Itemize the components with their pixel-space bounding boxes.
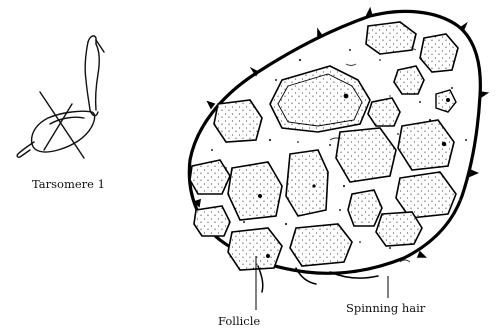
follicle-bottom-2 [290,224,352,266]
leg-tip [88,36,96,44]
section-line-b [44,104,72,150]
follicle-label: Follicle [218,314,260,328]
tarsomere-sketch [17,36,104,158]
follicle-bottom-1 [228,228,282,270]
follicle-bottom-3 [376,212,422,246]
tarsus-distal-tip [17,142,34,157]
follicle-mid-1 [228,162,282,220]
leg-upper-segment [85,42,99,110]
spinning-hair-label: Spinning hair [346,301,426,315]
tarsomere-inner-line [50,117,84,124]
cross-section [189,9,487,292]
follicle-left-2 [190,160,230,194]
follicle-left-1 [214,100,262,142]
tarsomere-label: Tarsomere 1 [32,177,105,191]
follicle-mid-6 [348,190,382,226]
follicle-mid-2 [286,150,328,216]
follicle-left-3 [194,206,230,236]
follicle-top-4 [368,98,400,126]
